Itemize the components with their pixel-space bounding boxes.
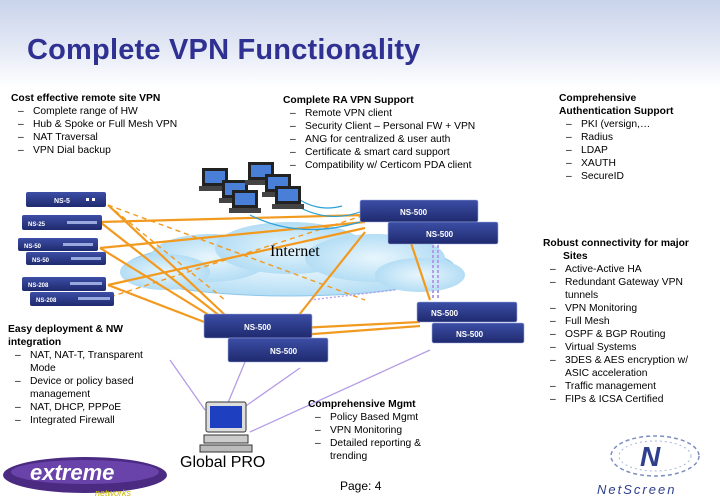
list-item: Policy Based Mgmt [308, 411, 421, 424]
svg-text:NS-500: NS-500 [431, 309, 459, 318]
list-item: 3DES & AES encryption w/ASIC acceleratio… [543, 354, 689, 380]
list-item: Remote VPN client [283, 107, 475, 120]
ns-50-device: NS-50 [18, 238, 98, 251]
ns-500-top-b: NS-500 [387, 221, 499, 245]
global-pro-computer-icon [199, 401, 253, 453]
extreme-networks-logo: extreme networks [3, 457, 167, 498]
list-item: Certificate & smart card support [283, 146, 475, 159]
ns-500-right-b: NS-500 [431, 322, 525, 344]
svg-text:NS-500: NS-500 [244, 323, 272, 332]
ns-50-device-b: NS-50 [26, 252, 106, 265]
list-item: XAUTH [559, 157, 673, 170]
ns-5-device: NS-5 [26, 192, 106, 207]
list-item: Complete range of HW [11, 105, 177, 118]
ns-208-device: NS-208 [22, 277, 106, 291]
ra-vpn-heading: Complete RA VPN Support [283, 95, 414, 106]
netscreen-logo: N NetScreen [597, 435, 700, 497]
dashed-links [107, 204, 366, 301]
svg-text:NS-208: NS-208 [36, 298, 57, 304]
list-item: Full Mesh [543, 315, 689, 328]
list-item: VPN Monitoring [543, 302, 689, 315]
list-item: LDAP [559, 144, 673, 157]
auth-heading: Comprehensive Authentication Support [559, 93, 674, 117]
slide-title: Complete VPN Functionality [27, 34, 421, 66]
global-pro-label: Global PRO [180, 454, 266, 471]
list-item: VPN Dial backup [11, 144, 177, 157]
ha-links [432, 240, 439, 300]
easy-deploy-block: Easy deployment & NW integration NAT, NA… [8, 323, 143, 427]
list-item: FIPs & ICSA Certified [543, 393, 689, 406]
list-item: Compatibility w/ Certicom PDA client [283, 159, 475, 172]
ns-500-right-a: NS-500 [416, 301, 518, 323]
svg-text:NS-500: NS-500 [456, 330, 484, 339]
site-vpn-heading: Cost effective remote site VPN [11, 93, 161, 104]
robust-heading: Robust connectivity for major Sites [543, 238, 689, 262]
list-item: Active-Active HA [543, 263, 689, 276]
ns-208-device-b: NS-208 [30, 292, 114, 306]
auth-block: Comprehensive Authentication Support PKI… [559, 92, 673, 183]
list-item: NAT Traversal [11, 131, 177, 144]
ns-500-center-a: NS-500 [203, 313, 313, 339]
list-item: Security Client – Personal FW + VPN [283, 120, 475, 133]
list-item: ANG for centralized & user auth [283, 133, 475, 146]
svg-text:networks: networks [95, 488, 132, 498]
list-item: VPN Monitoring [308, 424, 421, 437]
svg-text:NS-25: NS-25 [28, 222, 46, 228]
svg-text:NS-50: NS-50 [24, 244, 42, 250]
svg-text:NetScreen: NetScreen [597, 482, 676, 497]
svg-text:N: N [640, 441, 661, 472]
ns-500-center-b: NS-500 [227, 337, 329, 363]
list-item: SecureID [559, 170, 673, 183]
robust-block: Robust connectivity for major Sites Acti… [543, 237, 689, 406]
site-vpn-block: Cost effective remote site VPN Complete … [11, 92, 177, 157]
svg-text:NS-500: NS-500 [270, 347, 298, 356]
list-item: Hub & Spoke or Full Mesh VPN [11, 118, 177, 131]
list-item: NAT, DHCP, PPPoE [8, 401, 143, 414]
list-item: Virtual Systems [543, 341, 689, 354]
internet-label: Internet [270, 243, 320, 260]
title-band [0, 0, 720, 88]
svg-text:NS-500: NS-500 [426, 230, 454, 239]
list-item: Integrated Firewall [8, 414, 143, 427]
mgmt-heading: Comprehensive Mgmt [308, 399, 416, 410]
svg-text:NS-500: NS-500 [400, 208, 428, 217]
laptops [199, 162, 304, 213]
ra-vpn-block: Complete RA VPN Support Remote VPN clien… [283, 94, 475, 172]
ns-25-device: NS-25 [22, 215, 102, 230]
list-item: Detailed reporting &trending [308, 437, 421, 463]
list-item: OSPF & BGP Routing [543, 328, 689, 341]
list-item: Radius [559, 131, 673, 144]
svg-text:NS-50: NS-50 [32, 258, 50, 264]
site-links [99, 204, 432, 337]
svg-text:extreme: extreme [30, 460, 114, 485]
page-number: Page: 4 [340, 479, 382, 493]
svg-text:NS-5: NS-5 [54, 198, 70, 205]
list-item: Traffic management [543, 380, 689, 393]
list-item: PKI (versign,… [559, 118, 673, 131]
easy-deploy-heading: Easy deployment & NW integration [8, 324, 124, 348]
svg-text:NS-208: NS-208 [28, 283, 49, 289]
mgmt-block: Comprehensive Mgmt Policy Based Mgmt VPN… [308, 398, 421, 463]
ns-500-top-a: NS-500 [359, 199, 479, 223]
